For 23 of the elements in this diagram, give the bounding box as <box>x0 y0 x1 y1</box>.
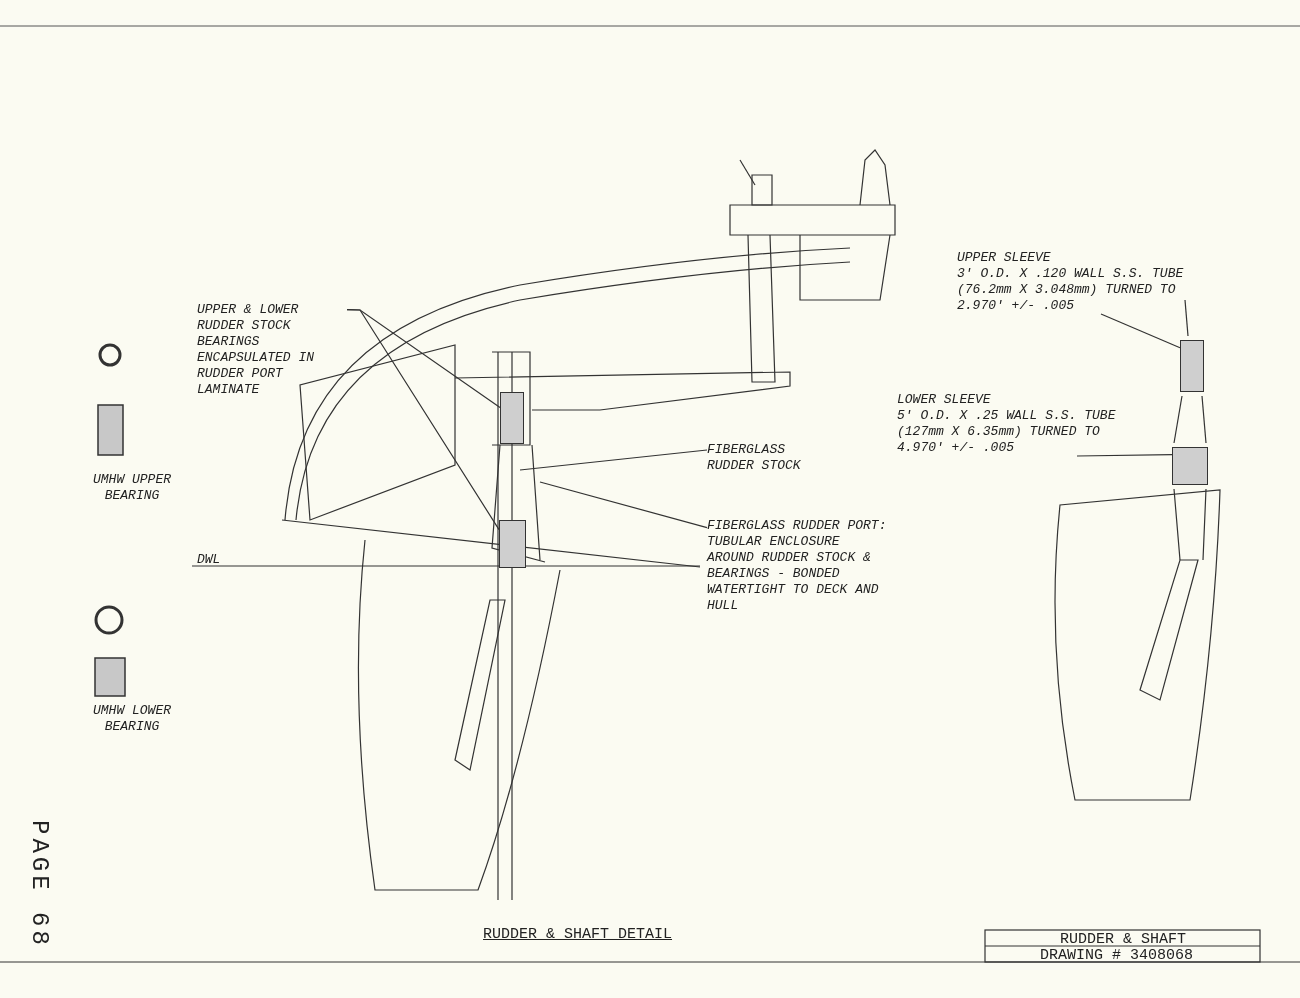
callout-text: FIBERGLASS RUDDER STOCK <box>707 442 827 474</box>
leader-line <box>519 449 708 471</box>
page-number: PAGE 68 <box>26 820 52 949</box>
leader-line <box>1100 313 1181 349</box>
callout-text: 3′ O.D. X .120 WALL S.S. TUBE (76.2mm X 3.048mm) TURNED TO 2.970′ +/- .005 <box>957 266 1185 314</box>
callout-heading: UPPER SLEEVE <box>957 250 1052 266</box>
leader-line <box>539 481 708 529</box>
callout-text: FIBERGLASS RUDDER PORT: TUBULAR ENCLOSURE AROUND RUDDER STOCK & BEARINGS - BONDED WATERTIGHT TO DECK AND HULL <box>707 518 892 614</box>
waterline-label: DWL <box>197 552 221 568</box>
sleeve-part <box>1180 340 1204 392</box>
bearing-part <box>499 520 526 568</box>
leader-line <box>346 309 500 531</box>
bearing-caption: UMHW LOWER BEARING <box>92 703 172 735</box>
bearing-part <box>500 392 524 444</box>
callout-text: 5′ O.D. X .25 WALL S.S. TUBE (127mm X 6.35mm) TURNED TO 4.970′ +/- .005 <box>897 408 1117 456</box>
drawing-title: RUDDER & SHAFT DETAIL <box>483 927 673 943</box>
callout-text: UPPER & LOWER RUDDER STOCK BEARINGS ENCAPSULATED IN RUDDER PORT LAMINATE <box>197 302 347 398</box>
leader-line <box>1076 454 1173 457</box>
bearing-caption: UMHW UPPER BEARING <box>92 472 172 504</box>
drawing-number: DRAWING # 3408068 <box>1040 948 1194 964</box>
callout-heading: LOWER SLEEVE <box>897 392 992 408</box>
sleeve-part <box>1172 447 1208 485</box>
drawing-title: RUDDER & SHAFT <box>1060 932 1187 948</box>
